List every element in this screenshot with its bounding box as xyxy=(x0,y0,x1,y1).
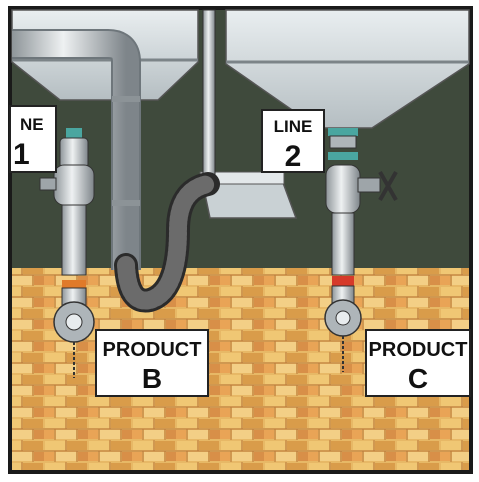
sign-product-c-word: PRODUCT xyxy=(369,339,468,361)
sign-line1-number: 1 xyxy=(13,138,30,171)
sign-line2-number: 2 xyxy=(285,140,302,173)
sign-line2: LINE 2 xyxy=(262,110,324,173)
sign-product-c-letter: C xyxy=(408,363,428,394)
sign-line1-word: NE xyxy=(20,115,44,134)
drop-pipe xyxy=(203,10,215,180)
sign-product-b-letter: B xyxy=(142,363,162,394)
sign-product-c: PRODUCT C xyxy=(366,330,470,396)
sign-product-b: PRODUCT B xyxy=(96,330,208,396)
sign-line1: NE 1 xyxy=(10,106,56,172)
sign-line2-word: LINE xyxy=(274,117,313,136)
sign-product-b-word: PRODUCT xyxy=(103,339,202,361)
